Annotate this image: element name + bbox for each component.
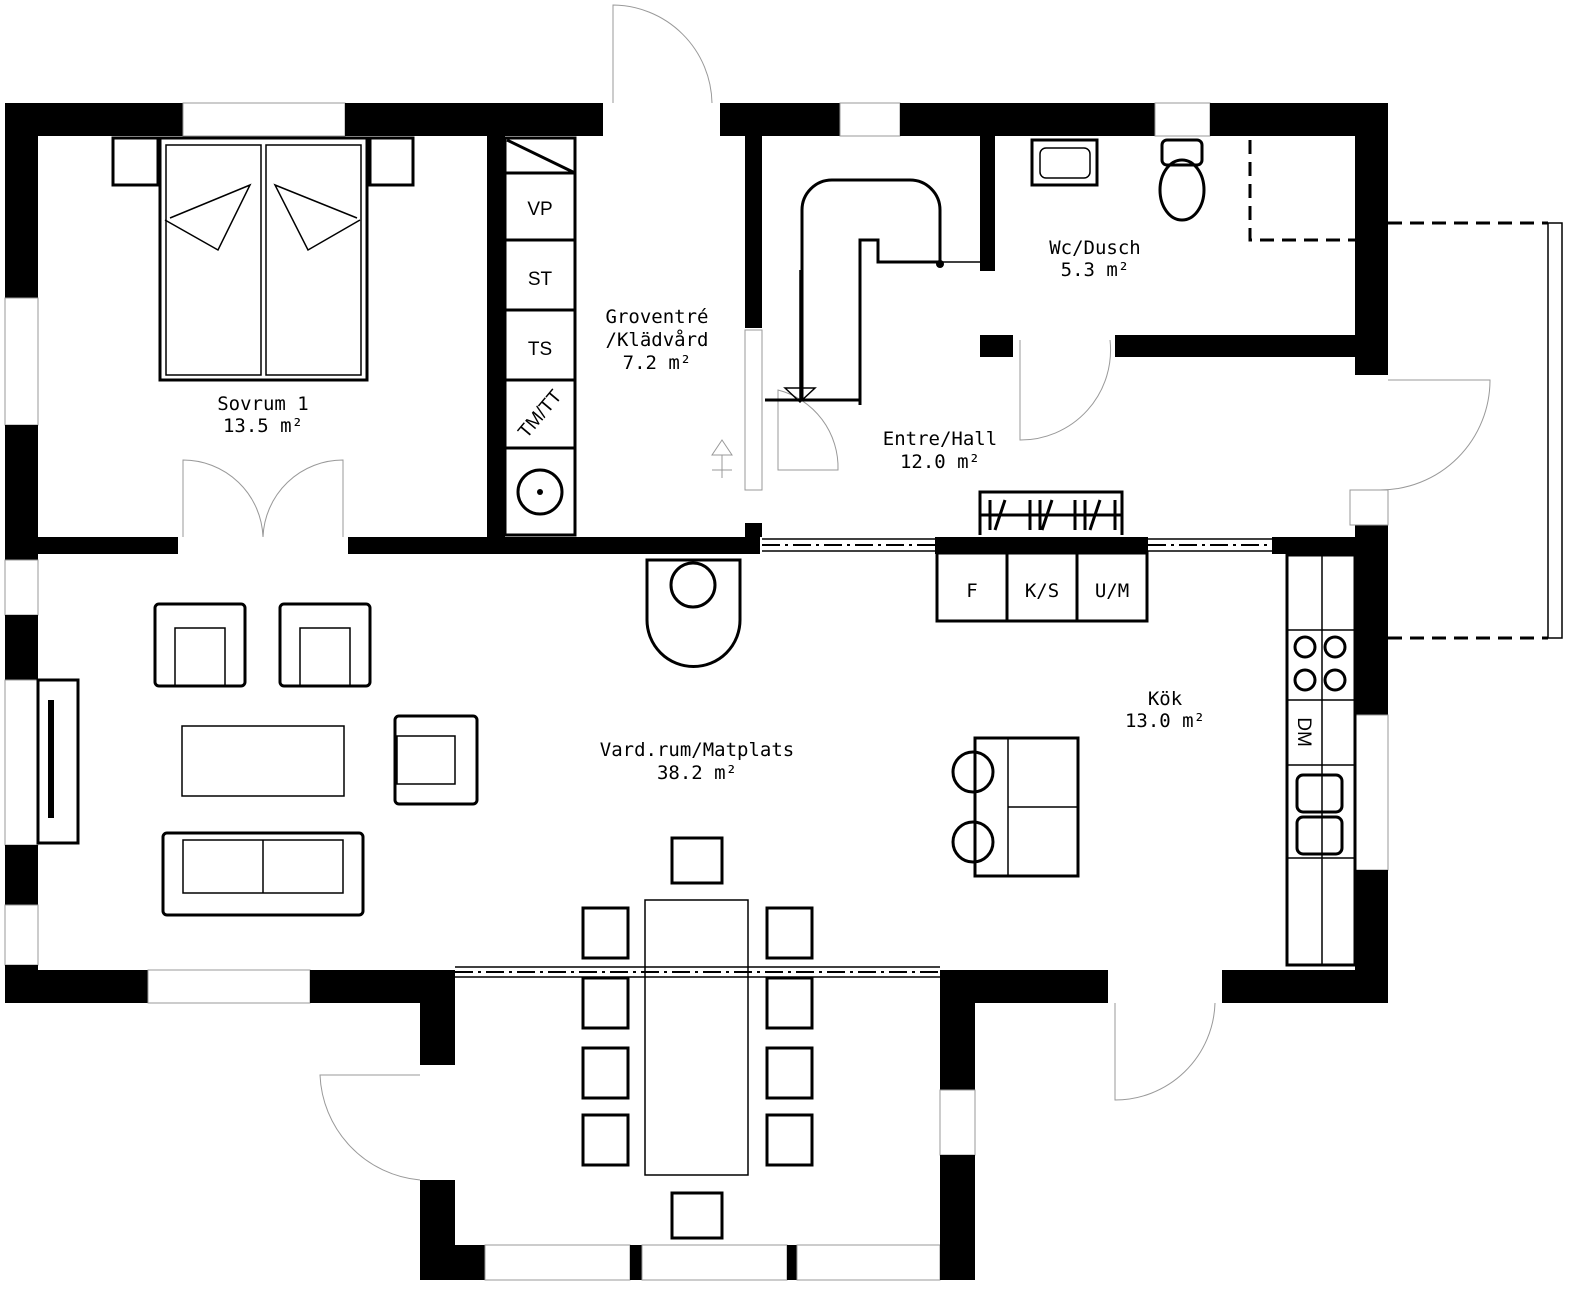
room-name-wc: Wc/Dusch — [1049, 237, 1141, 259]
closet — [503, 136, 577, 537]
cabinet-label-ks: K/S — [1025, 580, 1059, 602]
room-name-sovrum: Sovrum 1 — [217, 393, 309, 415]
fireplace — [645, 558, 742, 668]
interior-walls — [38, 136, 1355, 978]
room-area-groventre: 7.2 m² — [623, 352, 692, 374]
closet-label-tm-tt: TM/TT — [514, 386, 566, 443]
room-name-groventre-2: /Klädvård — [606, 328, 709, 351]
room-name-groventre: Groventré — [606, 306, 709, 328]
room-name-vardrum: Vard.rum/Matplats — [600, 739, 794, 761]
room-area-kok: 13.0 m² — [1125, 710, 1205, 732]
shoe-rack — [978, 490, 1124, 535]
living-furniture — [36, 602, 479, 917]
cabinets — [935, 551, 1149, 623]
room-area-wc: 5.3 m² — [1061, 259, 1130, 281]
room-name-kok: Kök — [1148, 688, 1183, 710]
room-area-sovrum: 13.5 m² — [223, 415, 303, 437]
kitchen-island — [951, 736, 1080, 878]
closet-label-st: ST — [528, 269, 553, 290]
closet-label-ts: TS — [528, 339, 552, 360]
cabinet-label-f: F — [966, 580, 977, 602]
room-area-vardrum: 38.2 m² — [657, 762, 737, 784]
kitchen-counter — [1285, 553, 1357, 967]
double-bed — [111, 136, 415, 382]
carport-post — [1547, 222, 1563, 639]
room-area-hall: 12.0 m² — [900, 451, 980, 473]
doors — [182, 4, 1491, 1181]
stair — [765, 178, 942, 405]
room-name-hall: Entre/Hall — [883, 428, 997, 450]
kitchen-label-dm: DM — [1293, 717, 1314, 747]
bathroom-fixtures — [1030, 138, 1355, 242]
closet-label-vp: VP — [527, 199, 552, 220]
dining-table — [581, 836, 814, 1240]
carport-outline — [1388, 221, 1548, 640]
cabinet-label-um: U/M — [1095, 580, 1129, 602]
exterior-walls — [4, 102, 1389, 1281]
